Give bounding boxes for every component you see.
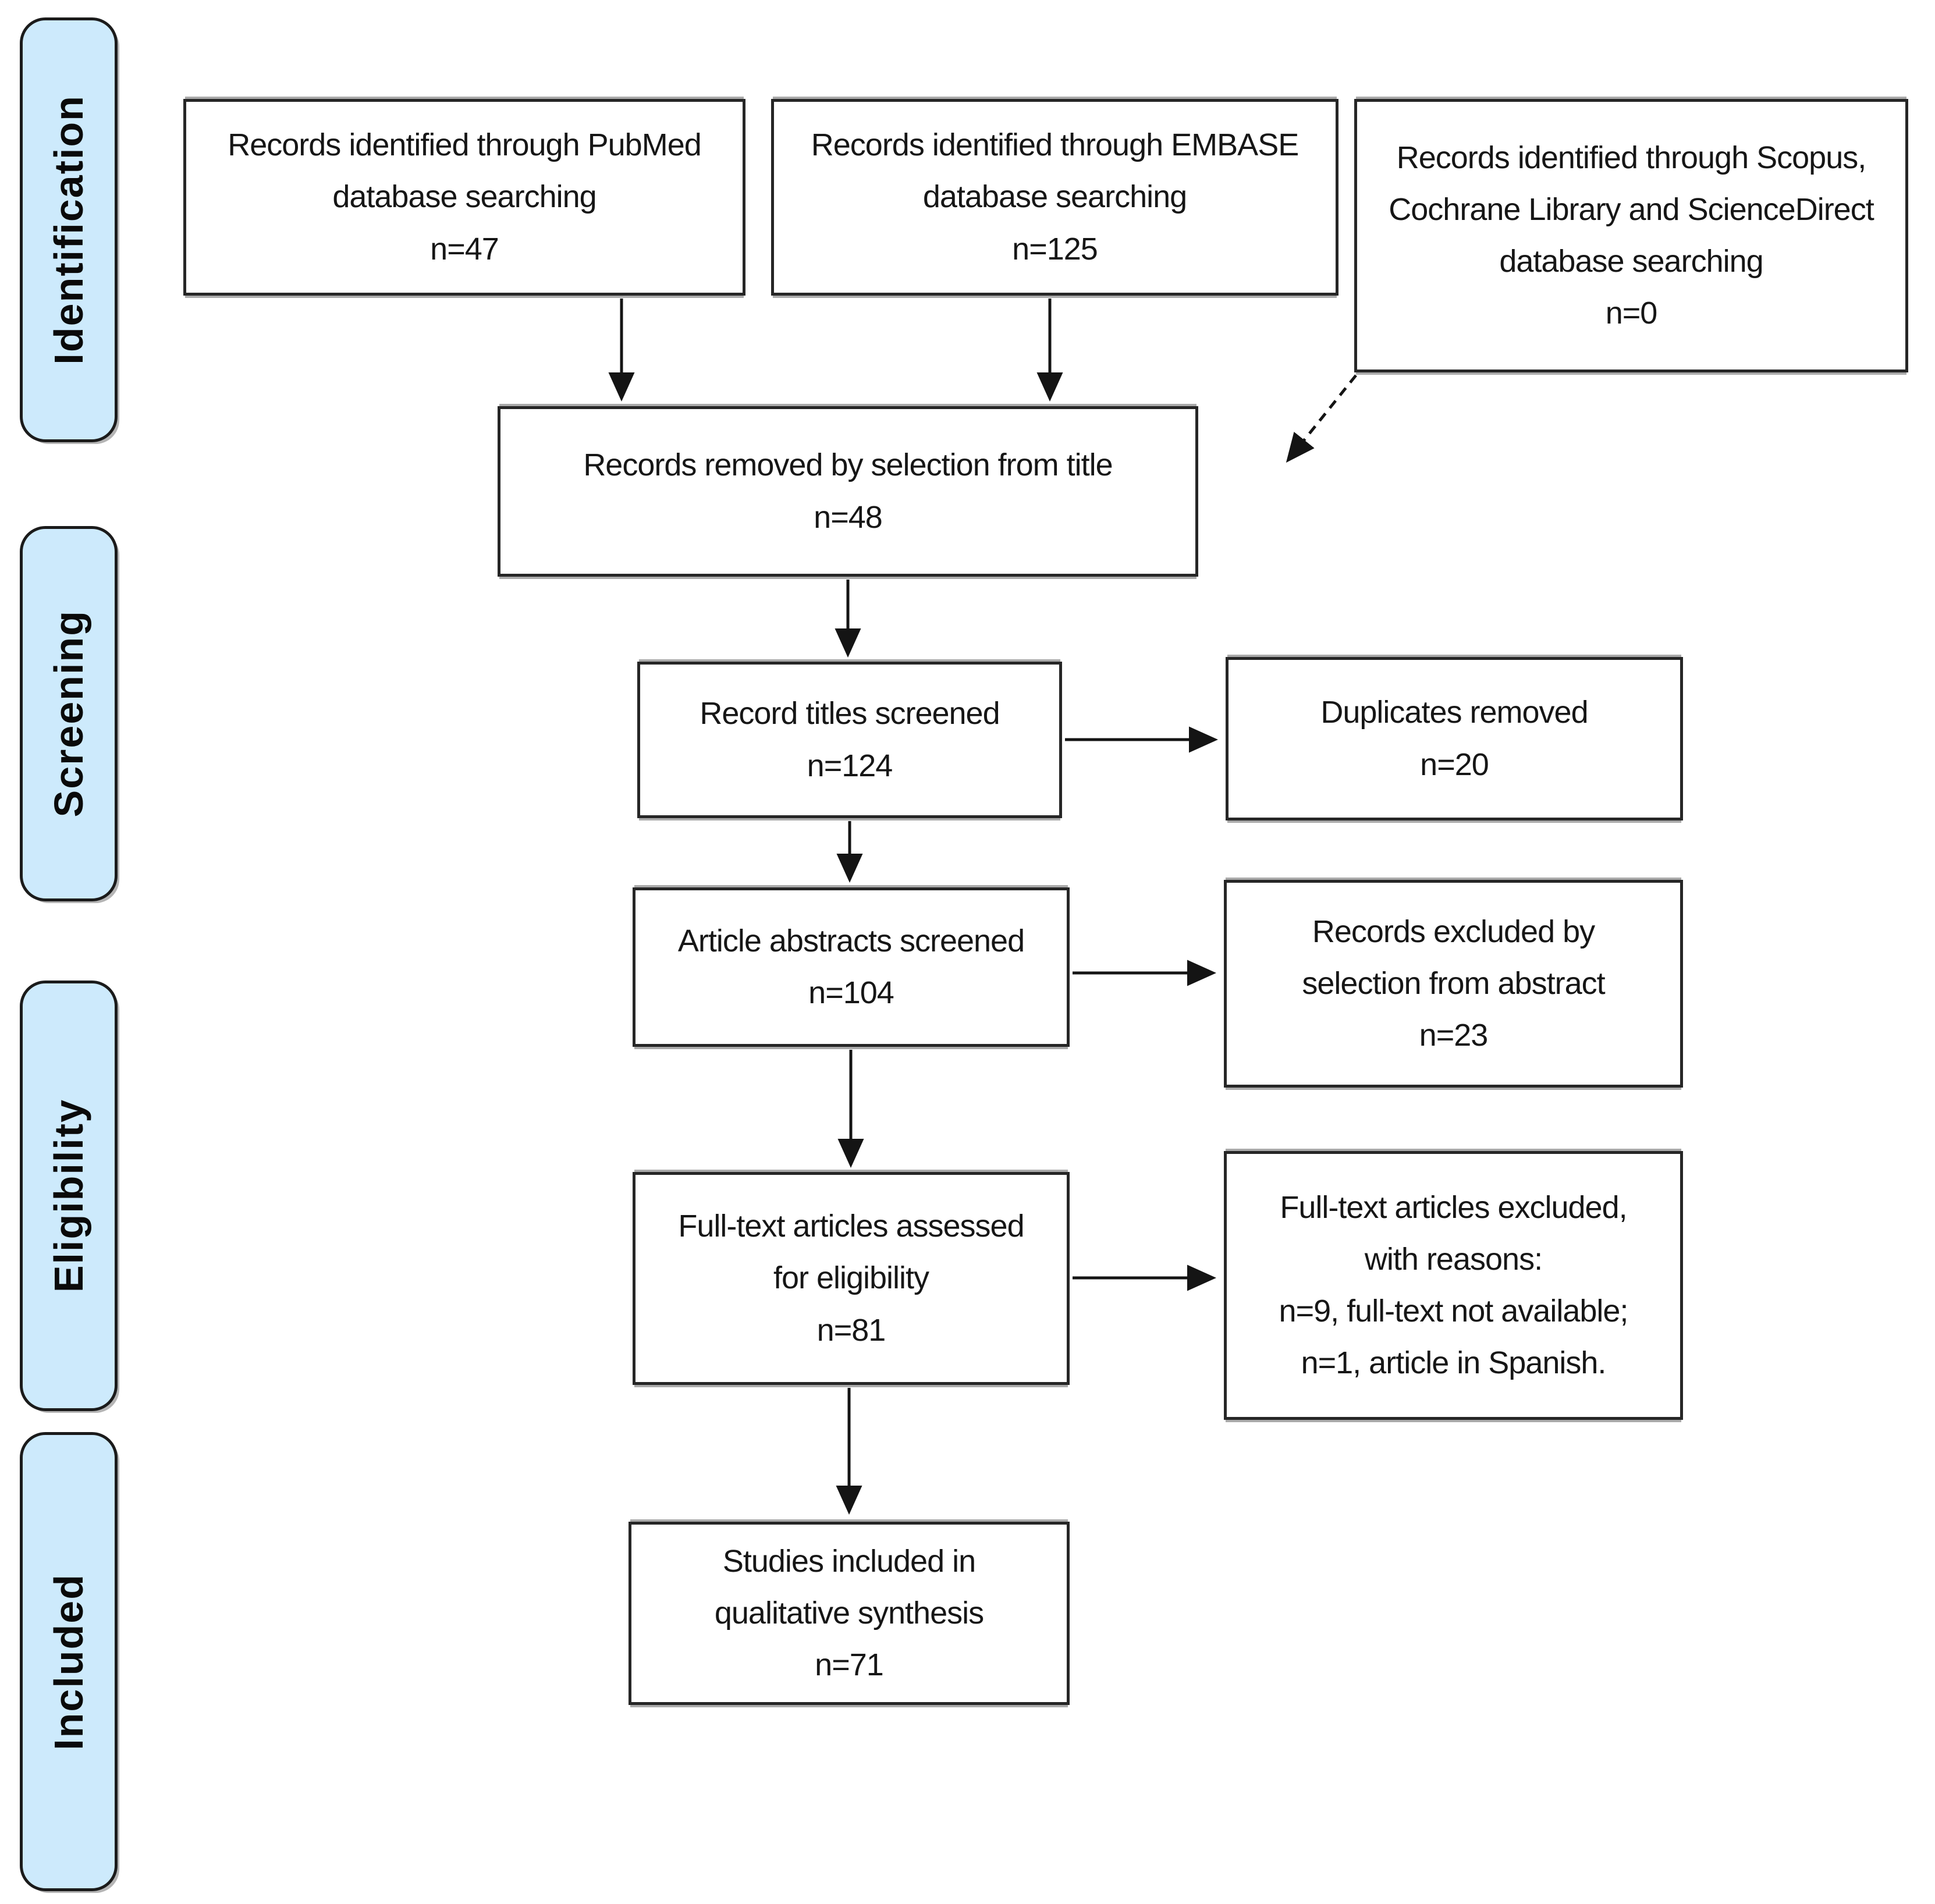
arrow-scopus-to-removed-dashed bbox=[1286, 374, 1357, 463]
box-text-line: Records identified through EMBASE bbox=[811, 127, 1299, 163]
box-duplicates-removed: Duplicates removed n=20 bbox=[1226, 657, 1683, 820]
box-text-line: Record titles screened bbox=[700, 696, 1000, 731]
box-count: n=47 bbox=[430, 231, 499, 267]
box-text-line: Cochrane Library and ScienceDirect bbox=[1389, 191, 1874, 227]
stage-identification: Identification bbox=[20, 17, 118, 442]
box-count: n=124 bbox=[807, 748, 893, 783]
box-fulltext-assessed: Full-text articles assessed for eligibil… bbox=[633, 1172, 1070, 1385]
box-text-line: database searching bbox=[922, 179, 1187, 215]
box-text-line: database searching bbox=[332, 179, 597, 215]
box-embase-records: Records identified through EMBASE databa… bbox=[771, 99, 1338, 296]
box-count: n=20 bbox=[1420, 747, 1489, 782]
box-count: n=23 bbox=[1419, 1018, 1489, 1053]
box-pubmed-records: Records identified through PubMed databa… bbox=[183, 99, 745, 296]
box-text-line: for eligibility bbox=[773, 1260, 929, 1296]
box-text-line: Duplicates removed bbox=[1320, 695, 1588, 730]
stage-eligibility: Eligibility bbox=[20, 981, 118, 1411]
box-text-line: Records excluded by bbox=[1312, 914, 1595, 949]
box-records-removed-title: Records removed by selection from title … bbox=[498, 406, 1198, 577]
box-text-line: database searching bbox=[1499, 244, 1763, 279]
box-text-line: Records removed by selection from title bbox=[583, 447, 1113, 483]
box-text-line: with reasons: bbox=[1364, 1241, 1543, 1277]
box-count: n=125 bbox=[1012, 231, 1098, 267]
box-text-line: n=9, full-text not available; bbox=[1279, 1294, 1629, 1328]
box-text-line: Article abstracts screened bbox=[677, 923, 1025, 958]
box-text-line: Records identified through Scopus, bbox=[1396, 140, 1867, 175]
box-count: n=81 bbox=[816, 1312, 886, 1348]
box-text-line: Studies included in bbox=[722, 1543, 976, 1579]
box-text-line: qualitative synthesis bbox=[714, 1595, 984, 1631]
box-text-line: Full-text articles excluded, bbox=[1280, 1189, 1627, 1225]
box-titles-screened: Record titles screened n=124 bbox=[637, 662, 1062, 818]
box-text-line: selection from abstract bbox=[1302, 965, 1605, 1001]
box-fulltext-excluded: Full-text articles excluded, with reason… bbox=[1224, 1151, 1683, 1420]
stage-screening: Screening bbox=[20, 526, 118, 901]
box-count: n=0 bbox=[1605, 296, 1658, 331]
box-text-line: Records identified through PubMed bbox=[228, 127, 702, 163]
box-count: n=104 bbox=[808, 975, 894, 1010]
box-count: n=71 bbox=[815, 1647, 884, 1683]
box-scopus-records: Records identified through Scopus, Cochr… bbox=[1354, 99, 1908, 372]
box-text-line: Full-text articles assessed bbox=[678, 1209, 1024, 1244]
box-studies-included: Studies included in qualitative synthesi… bbox=[629, 1522, 1070, 1705]
box-text-line: n=1, article in Spanish. bbox=[1301, 1345, 1607, 1381]
box-count: n=48 bbox=[814, 499, 883, 535]
stage-included: Included bbox=[20, 1432, 118, 1891]
box-excluded-by-abstract: Records excluded by selection from abstr… bbox=[1224, 880, 1683, 1088]
box-abstracts-screened: Article abstracts screened n=104 bbox=[633, 887, 1070, 1047]
